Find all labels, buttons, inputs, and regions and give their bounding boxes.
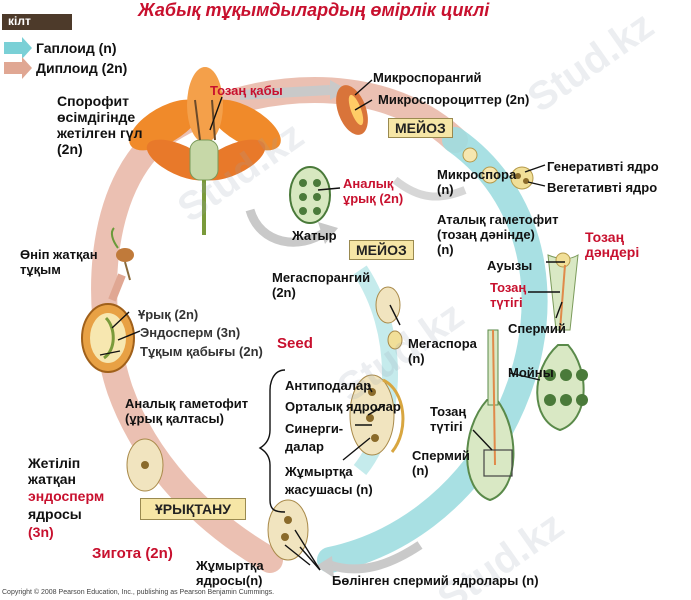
zygote-label: Зигота (2n) xyxy=(92,545,173,562)
zygote-ovule xyxy=(267,499,309,561)
copyright-notice: Copyright © 2008 Pearson Education, Inc.… xyxy=(2,589,275,596)
arrow-ovule-to-megasporangium xyxy=(245,208,328,247)
female-gametophyte-label: Аналық гаметофит (ұрық қалтасы) xyxy=(125,396,249,426)
synergids-label: Синерги- далар xyxy=(285,421,344,454)
arrowhead-2 xyxy=(318,222,338,244)
polar-nuclei-label: Орталық ядролар xyxy=(285,399,401,414)
vegetative-nucleus-label: Вегетативті ядро xyxy=(547,180,658,195)
leader-lines xyxy=(99,79,565,571)
legend-diploid-arrow xyxy=(4,57,32,79)
microsporangium-label: Микроспорангий xyxy=(373,70,482,85)
figure-title: Жабық тұқымдылардың өмірлік циклі xyxy=(138,0,490,20)
microspore-label: Микроспора (n) xyxy=(437,167,517,197)
legend-diploid-label: Диплоид (2n) xyxy=(36,60,128,76)
microspore-cell xyxy=(481,166,499,184)
seed-label: Seed xyxy=(277,335,313,352)
generative-nucleus-dot xyxy=(515,173,521,179)
legend-haploid-arrow xyxy=(4,37,32,59)
pollen-tube-red-label: Тозаң түтігі xyxy=(490,280,527,310)
arrow-fertilization xyxy=(328,541,423,574)
microsporocyte-cell xyxy=(462,147,478,163)
sperm-n-label: Спермий (n) xyxy=(412,448,470,478)
mouth-label: Ауызы xyxy=(487,258,533,273)
carpel-right xyxy=(536,344,588,432)
pollen-grains-label: Тозаң дәндері xyxy=(585,229,640,260)
pollen-tube-label: Тозаң түтігі xyxy=(430,404,467,434)
vegetative-nucleus-dot xyxy=(523,178,529,184)
embryo-label: Ұрық (2n) xyxy=(138,307,199,322)
seedling-illustration xyxy=(110,227,134,281)
sporophyte-flower-label: Спорофит өсімдігінде жетілген гүл (2n) xyxy=(57,93,143,157)
carpel-left xyxy=(466,329,515,502)
seed-illustration xyxy=(81,303,135,373)
arrow-seed-to-seedling xyxy=(108,273,126,302)
megaspore-cell xyxy=(387,330,403,350)
egg-cell-label: Жұмыртқа жасушасы (n) xyxy=(285,464,373,497)
endosperm-label: Эндосперм (3n) xyxy=(140,325,241,340)
microsporocytes-label: Микроспороциттер (2n) xyxy=(378,92,530,107)
ovary-illustration xyxy=(289,166,331,224)
male-gametophyte-label: Аталық гаметофит (тозаң дәнінде) (n) xyxy=(437,212,559,257)
discharged-sperm-label: Бөлінген спермий ядролары (n) xyxy=(332,573,539,588)
developing-endosperm-red: эндосперм xyxy=(28,488,105,504)
antipodals-label: Антиподалар xyxy=(285,378,372,393)
developing-endosperm-label: Жетіліп жатқан xyxy=(28,455,81,487)
megasporangium-label: Мегаспорангий (2n) xyxy=(272,270,371,300)
germinating-seed-label: Өніп жатқан тұқым xyxy=(20,247,98,277)
generative-nucleus-label: Генеративті ядро xyxy=(547,159,659,174)
developing-endosperm-nucleus: ядросы xyxy=(28,506,82,522)
ovary-label: Жатыр xyxy=(292,228,337,243)
developing-endosperm-ploidy: (3n) xyxy=(28,524,54,540)
ovule-label: Аналық ұрық (2n) xyxy=(343,176,404,206)
egg-nucleus-label: Жұмыртқа ядросы(n) xyxy=(196,558,264,588)
seed-coat-label: Тұқым қабығы (2n) xyxy=(140,344,263,359)
embryo-sac-illustration xyxy=(349,374,405,456)
arrow-sporophyte-to-anther xyxy=(239,85,331,100)
anther-label: Тозаң қабы xyxy=(210,83,283,98)
meiosis-box-middle: МЕЙОЗ xyxy=(349,240,414,260)
legend-heading: кілт xyxy=(2,14,72,30)
stigma-with-pollen xyxy=(547,252,579,331)
neck-label: Мойны xyxy=(508,365,554,380)
meiosis-box-top: МЕЙОЗ xyxy=(388,118,453,138)
arrowhead-3 xyxy=(316,556,334,578)
sperm-label: Спермий xyxy=(508,321,566,336)
arrow-to-microspore xyxy=(392,176,467,201)
flower-illustration xyxy=(129,67,281,235)
legend-haploid-label: Гаплоид (n) xyxy=(36,40,117,56)
fertilization-box: ҰРЫҚТАНУ xyxy=(140,498,246,520)
megaspore-label: Мегаспора (n) xyxy=(408,336,477,366)
